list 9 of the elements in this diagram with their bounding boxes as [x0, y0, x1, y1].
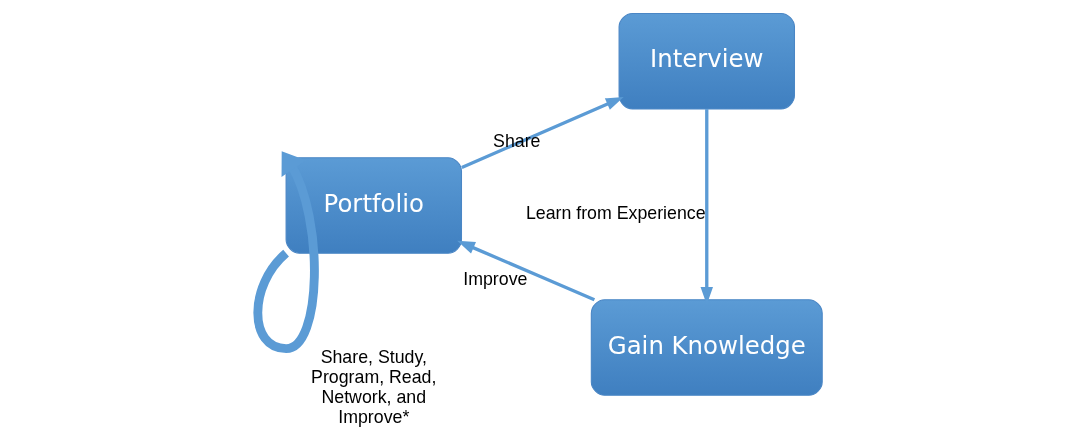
arrow — [461, 96, 624, 169]
node-box: Portfolio — [285, 156, 463, 254]
edge-label: Improve — [463, 268, 528, 289]
edge-label: Share, Study, Program, Read, Network, and Improve* — [311, 346, 437, 427]
node-box: Interview — [618, 12, 795, 109]
edge-label: Learn from Experience — [525, 202, 706, 223]
arrow — [253, 150, 319, 353]
node-box: Gain Knowledge — [590, 298, 823, 396]
arrow — [457, 240, 596, 301]
